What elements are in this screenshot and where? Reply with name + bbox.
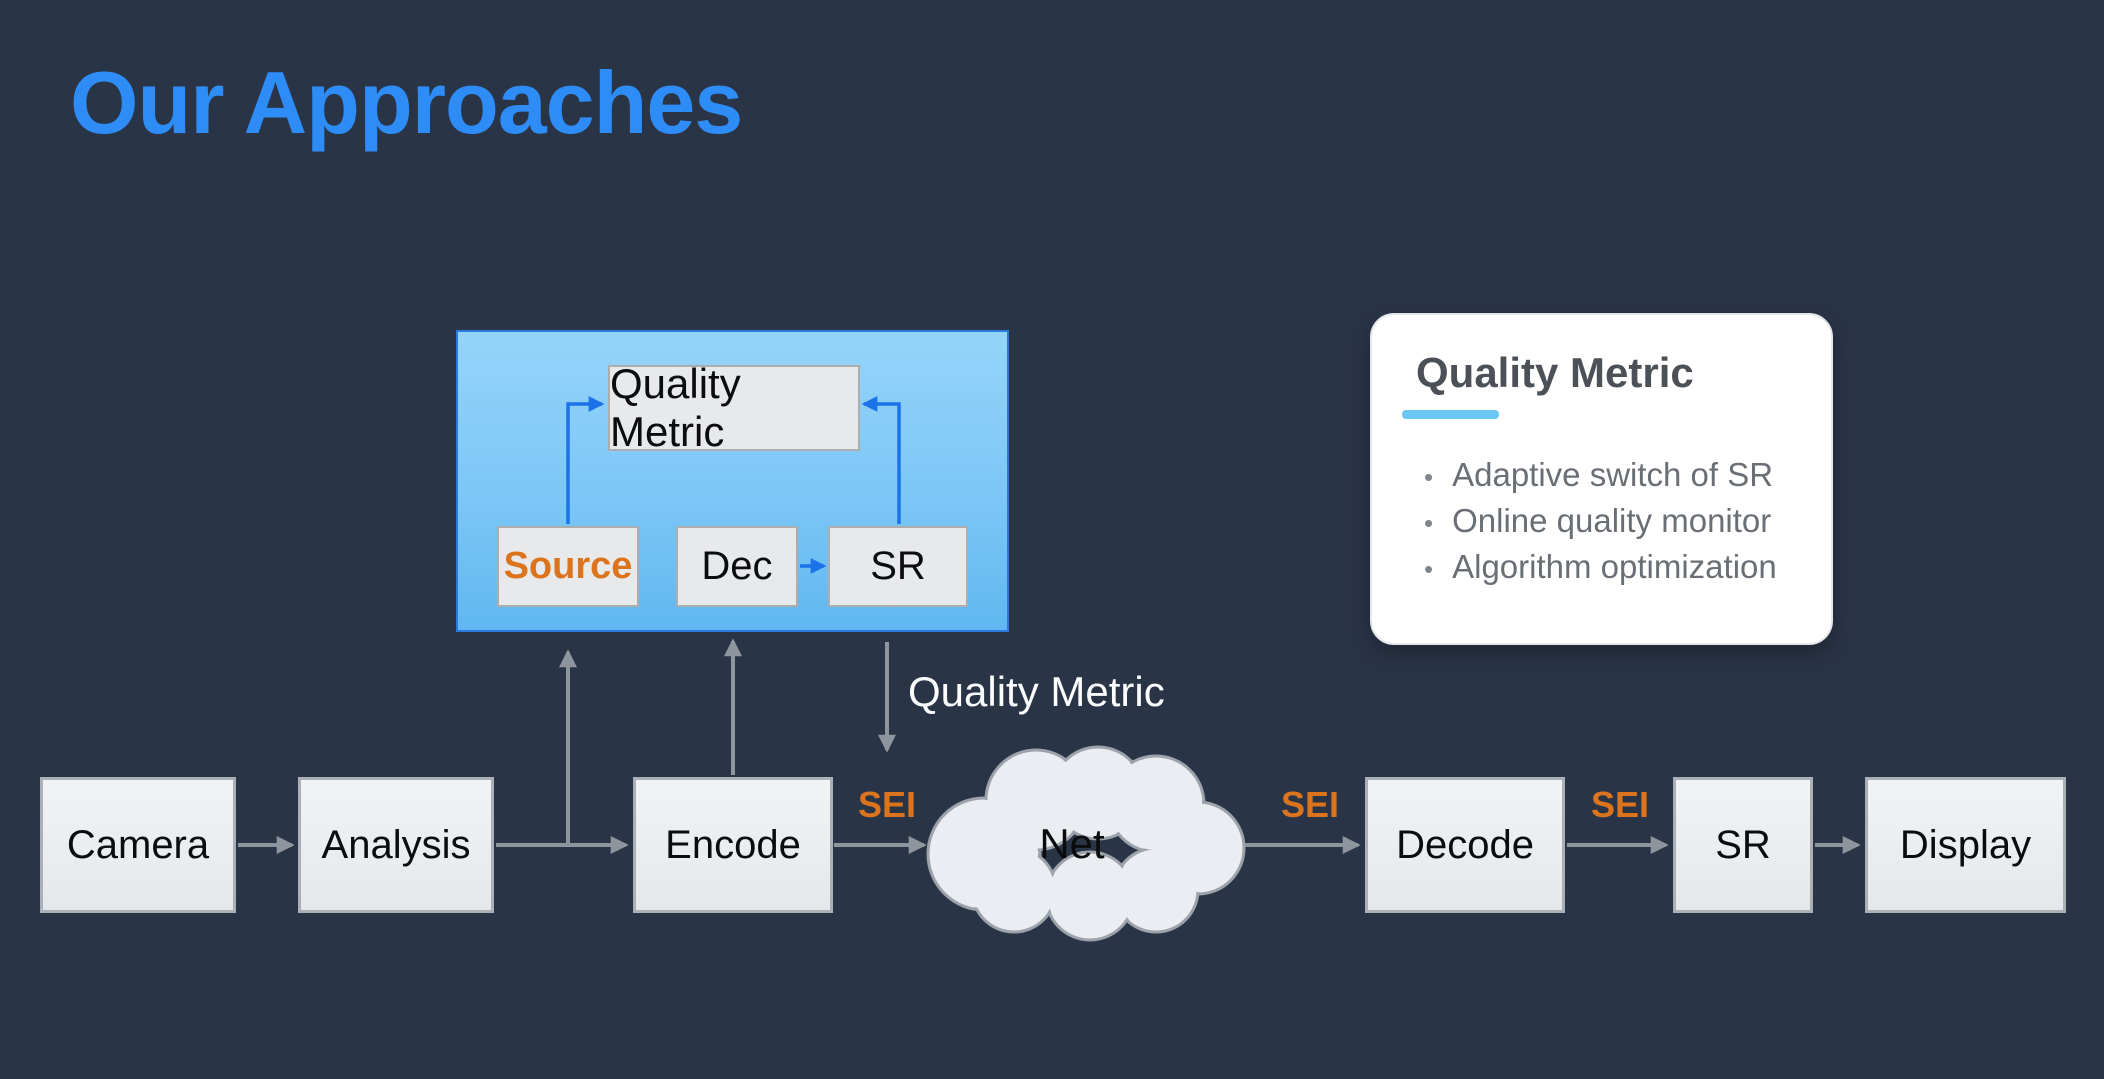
decode-node: Decode	[1365, 777, 1565, 913]
bullet-dot-icon: •	[1424, 554, 1434, 584]
camera-node: Camera	[40, 777, 236, 913]
card-title: Quality Metric	[1416, 349, 1694, 396]
bullet-dot-icon: •	[1424, 508, 1434, 538]
net-label: Net	[1039, 820, 1105, 867]
card-bullet-text: Adaptive switch of SR	[1452, 456, 1774, 493]
sei-label-encode-net: SEI	[857, 784, 917, 825]
card-bullet-text: Algorithm optimization	[1452, 548, 1777, 585]
encode-node: Encode	[633, 777, 833, 913]
card-bullet-item: • Online quality monitor	[1424, 499, 1777, 545]
quality-metric-box: Quality Metric	[608, 360, 860, 455]
card-bullet-item: • Algorithm optimization	[1424, 545, 1777, 591]
bullet-dot-icon: •	[1424, 462, 1434, 492]
slide-title: Our Approaches	[70, 53, 743, 152]
card-accent-bar	[1402, 410, 1499, 419]
sei-label-net-decode: SEI	[1280, 784, 1340, 825]
sr-feedback-box: SR	[828, 526, 968, 607]
card-bullet-item: • Adaptive switch of SR	[1424, 453, 1777, 499]
sr-node: SR	[1673, 777, 1813, 913]
arrow-sr-to-quality-metric	[861, 396, 901, 524]
net-cloud-shape	[926, 745, 1246, 942]
quality-metric-flow-label: Quality Metric	[908, 668, 1165, 715]
card-bullet-list: • Adaptive switch of SR • Online quality m…	[1424, 453, 1777, 591]
display-node: Display	[1865, 777, 2066, 913]
arrow-source-to-quality-metric	[566, 396, 605, 524]
sei-label-decode-sr: SEI	[1590, 784, 1650, 825]
source-box: Source	[497, 526, 639, 607]
analysis-node: Analysis	[298, 777, 494, 913]
card-bullet-text: Online quality monitor	[1452, 502, 1772, 539]
quality-metric-card: Quality Metric • Adaptive switch of SR • O…	[1370, 313, 1833, 645]
dec-box: Dec	[676, 526, 798, 607]
